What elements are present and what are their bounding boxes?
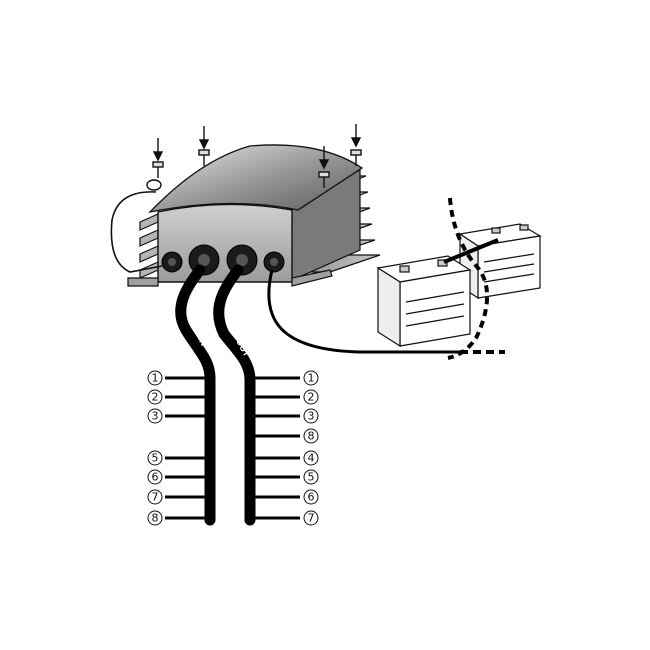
arrow-down-icon (152, 138, 164, 162)
output-pin-leads (252, 376, 300, 520)
output-pin-numbers: 1 2 3 8 4 5 6 7 (303, 370, 319, 526)
svg-text:6: 6 (308, 491, 315, 504)
svg-text:1: 1 (308, 372, 315, 385)
svg-text:4: 4 (308, 452, 315, 465)
mounting-flange (127, 277, 159, 287)
output-cable (213, 264, 256, 526)
pin-marker: 2 (303, 389, 319, 405)
input-pin-numbers: 1 2 3 5 6 7 8 (147, 370, 163, 526)
svg-text:1: 1 (152, 372, 159, 385)
mounting-screws (152, 124, 362, 188)
pin-marker: 6 (147, 469, 163, 485)
pin-marker: 7 (303, 510, 319, 526)
ring-terminal-icon (146, 179, 162, 191)
svg-text:3: 3 (152, 410, 159, 423)
svg-text:8: 8 (308, 430, 315, 443)
sense-wire-dashed (447, 197, 490, 360)
screw-icon (198, 149, 210, 166)
pin-marker: 5 (303, 469, 319, 485)
svg-text:2: 2 (308, 391, 315, 404)
svg-text:8: 8 (152, 512, 159, 525)
ground-lead (110, 179, 163, 273)
pin-marker: 5 (147, 450, 163, 466)
pin-marker: 3 (303, 408, 319, 424)
battery-link (443, 238, 499, 264)
screw-icon (152, 161, 164, 178)
battery-rear (458, 223, 542, 300)
svg-text:5: 5 (152, 452, 159, 465)
input-cable (175, 264, 216, 526)
svg-text:2: 2 (152, 391, 159, 404)
svg-text:7: 7 (152, 491, 159, 504)
svg-text:6: 6 (152, 471, 159, 484)
screw-icon (318, 171, 330, 188)
svg-text:7: 7 (308, 512, 315, 525)
arrow-down-icon (318, 146, 330, 170)
svg-text:5: 5 (308, 471, 315, 484)
dc-dc-converter (127, 144, 381, 287)
pin-marker: 7 (147, 489, 163, 505)
arrow-down-icon (198, 126, 210, 150)
pin-marker: 3 (147, 408, 163, 424)
battery-front (376, 255, 472, 348)
pin-marker: 6 (303, 489, 319, 505)
battery-wire (267, 269, 460, 354)
screw-icon (350, 149, 362, 166)
pin-marker: 1 (303, 370, 319, 386)
pin-marker: 4 (303, 450, 319, 466)
pin-marker: 8 (303, 428, 319, 444)
connector-ground-right (263, 251, 285, 273)
connector-ground-left (161, 251, 183, 273)
pin-marker: 8 (147, 510, 163, 526)
battery-icon (376, 223, 542, 348)
arrow-down-icon (350, 124, 362, 148)
input-pin-leads (165, 376, 208, 520)
pin-marker: 2 (147, 389, 163, 405)
svg-text:3: 3 (308, 410, 315, 423)
pin-marker: 1 (147, 370, 163, 386)
housing-top (148, 144, 364, 214)
